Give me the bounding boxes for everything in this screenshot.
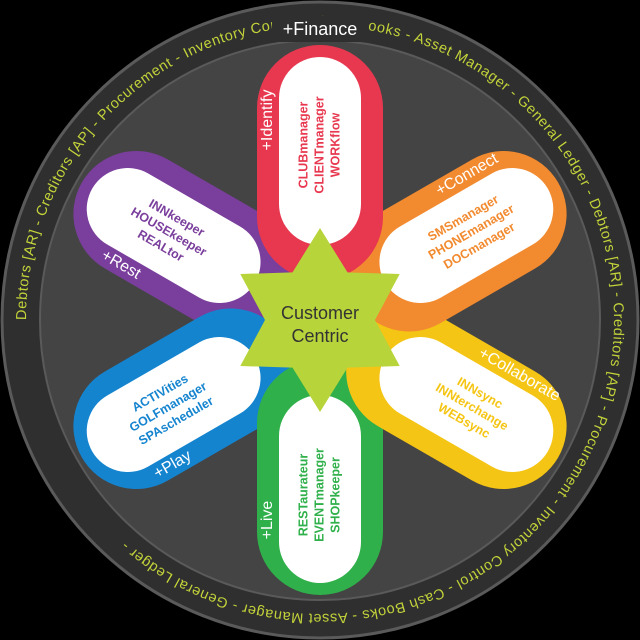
petal-live-content-box — [279, 395, 361, 583]
petal-live-item: SHOPkeeper — [328, 457, 342, 533]
petal-collaborate — [346, 308, 567, 489]
petal-rest-content-box — [86, 168, 261, 303]
petal-identify-item: WORKflow — [328, 112, 342, 177]
petal-identify-item: CLIENTmanager — [312, 96, 326, 193]
petal-collaborate-content-box — [379, 337, 554, 472]
center-title-line2: Centric — [291, 326, 348, 346]
petal-live — [257, 360, 383, 595]
petal-play-content-box — [86, 337, 261, 472]
petal-connect-content-box — [379, 168, 554, 303]
petal-identify-content-box — [279, 57, 361, 245]
petal-connect — [346, 151, 567, 332]
petal-identify-title: +Identify — [259, 90, 276, 151]
finance-title-bg — [272, 16, 368, 42]
center-star — [240, 228, 400, 412]
petal-rest — [73, 151, 294, 332]
center-title-line1: Customer — [281, 303, 359, 323]
petal-identify — [257, 45, 383, 280]
petal-live-item: RESTaurateur — [296, 454, 310, 537]
petal-live-item: EVENTmanager — [312, 448, 326, 542]
finance-title: +Finance — [283, 19, 358, 39]
petal-play — [73, 308, 294, 489]
petal-identify-item: CLUBmanager — [296, 101, 310, 188]
petal-live-title: +Live — [259, 501, 276, 540]
